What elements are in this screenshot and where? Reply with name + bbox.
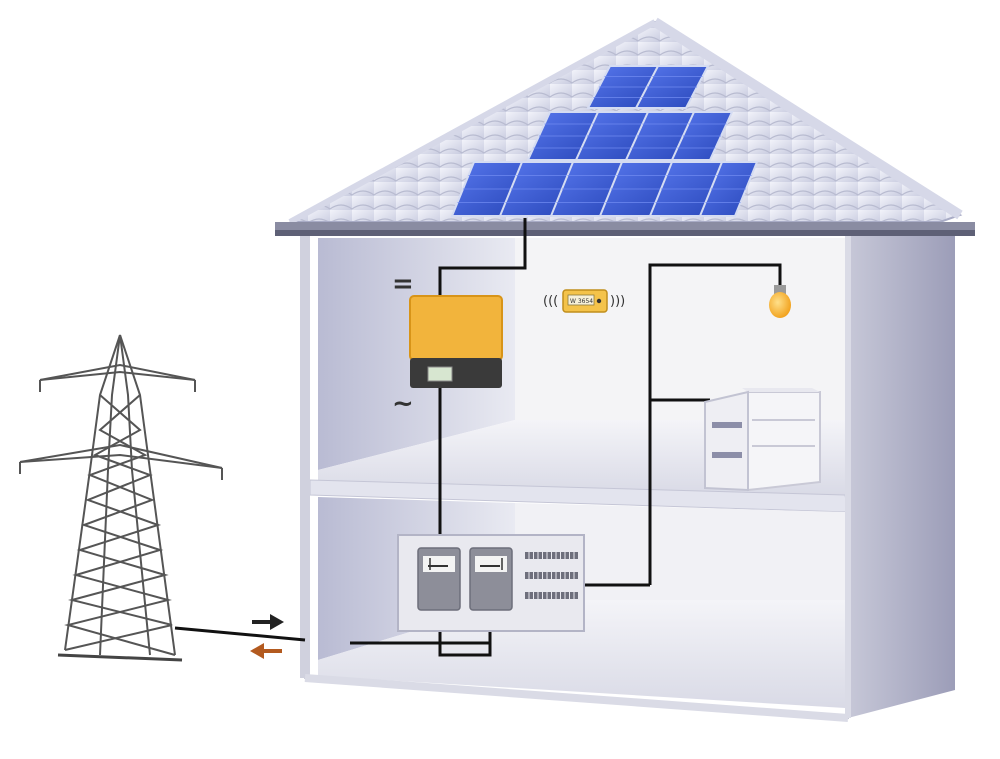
light-bulb-icon — [769, 285, 791, 318]
fuse — [529, 552, 533, 559]
arrow-left-icon — [250, 643, 282, 659]
upper-back-wall-right — [515, 238, 845, 420]
monitor-signal-right: ))) — [610, 294, 625, 309]
fuse — [556, 552, 560, 559]
fuse — [547, 552, 551, 559]
fuse — [574, 592, 578, 599]
fuse — [552, 552, 556, 559]
fuse — [529, 572, 533, 579]
fuse — [529, 592, 533, 599]
house-side-wall — [848, 232, 955, 718]
solar-panel-icon — [450, 65, 759, 217]
ac-symbol: ~ — [392, 389, 414, 419]
fuse — [534, 592, 538, 599]
monitor-icon: ((( W 3654 ))) — [543, 289, 625, 313]
lower-back-wall-right — [515, 503, 845, 600]
fuse — [565, 592, 569, 599]
fuse — [556, 572, 560, 579]
monitor-display-text: W 3654 — [570, 298, 593, 305]
fuse — [525, 552, 529, 559]
fuse — [525, 572, 529, 579]
fuse — [538, 572, 542, 579]
fuse — [570, 572, 574, 579]
fuse — [561, 552, 565, 559]
fuse — [556, 592, 560, 599]
pylon-icon — [19, 334, 223, 662]
fuse — [565, 572, 569, 579]
fuse — [534, 572, 538, 579]
house — [300, 231, 955, 722]
fuse — [543, 552, 547, 559]
arrow-right-icon — [252, 614, 284, 630]
inverter-icon: = ~ — [392, 269, 503, 419]
fuse — [534, 552, 538, 559]
fuse — [543, 592, 547, 599]
fuse — [525, 592, 529, 599]
fuse — [538, 552, 542, 559]
wiring — [174, 218, 782, 657]
refrigerator-icon — [704, 388, 821, 492]
monitor-signal-left: ((( — [543, 294, 558, 309]
fuse — [565, 552, 569, 559]
fuse — [547, 592, 551, 599]
meter-icon — [417, 547, 461, 611]
fuse — [561, 592, 565, 599]
dc-symbol: = — [392, 269, 414, 299]
fuse — [570, 552, 574, 559]
fuse — [552, 592, 556, 599]
fuse-box-icon — [525, 552, 578, 599]
fuse — [547, 572, 551, 579]
meter-cabinet — [397, 534, 585, 632]
meter-icon — [469, 547, 513, 611]
fuse — [552, 572, 556, 579]
fuse — [538, 592, 542, 599]
fuse — [574, 552, 578, 559]
fuse — [574, 572, 578, 579]
fuse — [570, 592, 574, 599]
fuse — [543, 572, 547, 579]
fuse — [561, 572, 565, 579]
